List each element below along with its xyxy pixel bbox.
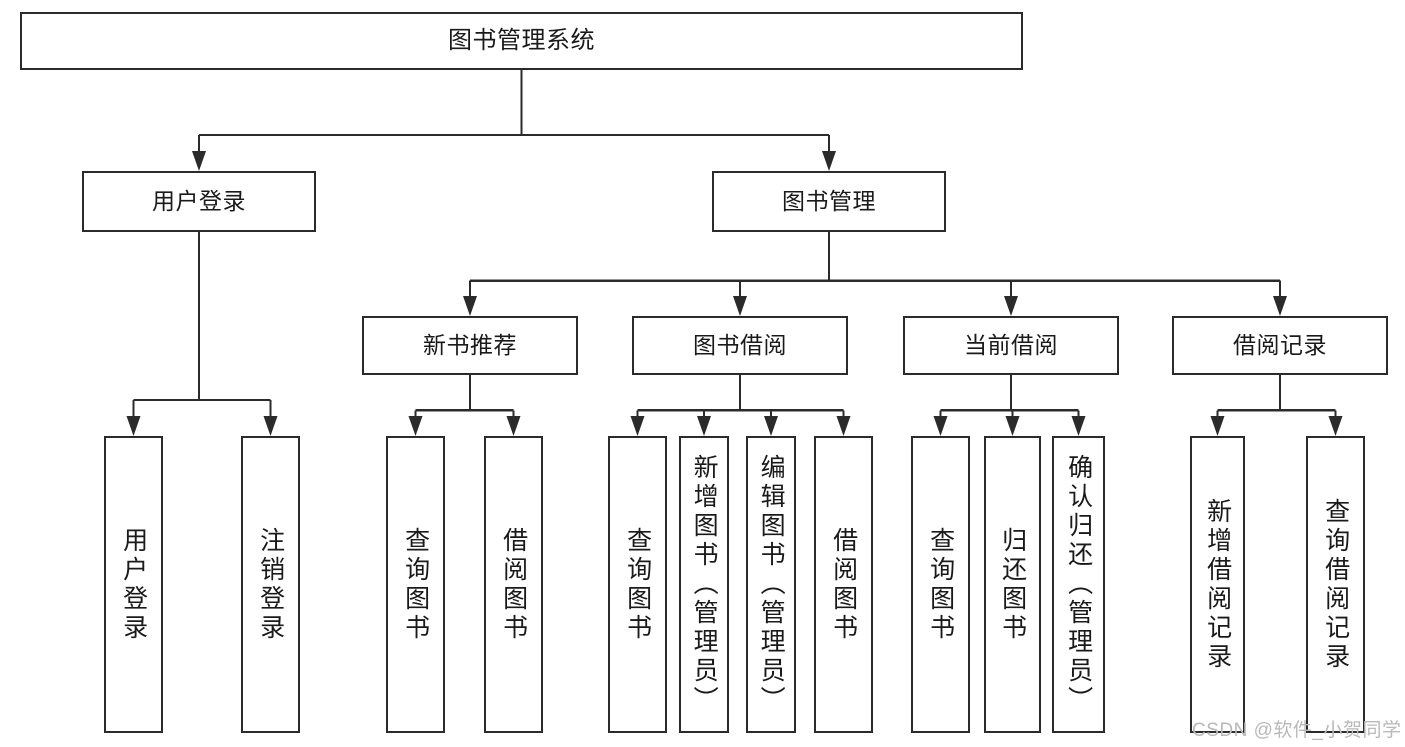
node-leaf-edit-book[interactable]: 编辑图书（管理员） bbox=[746, 436, 796, 733]
node-book-manage[interactable]: 图书管理 bbox=[712, 171, 946, 232]
node-leaf-add-book-label: 新增图书（管理员） bbox=[690, 454, 719, 715]
node-leaf-confirm-return-label: 确认归还（管理员） bbox=[1064, 454, 1093, 715]
node-user-login-label: 用户登录 bbox=[152, 187, 246, 214]
node-leaf-logout-label: 注销登录 bbox=[256, 526, 285, 643]
node-book-borrow-label: 图书借阅 bbox=[693, 331, 787, 358]
node-leaf-query-book-1[interactable]: 查询图书 bbox=[386, 436, 445, 733]
node-book-borrow[interactable]: 图书借阅 bbox=[632, 316, 848, 375]
node-leaf-borrow-book-2[interactable]: 借阅图书 bbox=[814, 436, 873, 733]
node-leaf-edit-book-label: 编辑图书（管理员） bbox=[757, 454, 786, 715]
node-leaf-borrow-book-1[interactable]: 借阅图书 bbox=[484, 436, 543, 733]
node-leaf-user-login[interactable]: 用户登录 bbox=[104, 436, 163, 733]
watermark-label: CSDN @软件_小贺同学 bbox=[1192, 720, 1402, 741]
node-leaf-logout[interactable]: 注销登录 bbox=[241, 436, 300, 733]
node-borrow-record[interactable]: 借阅记录 bbox=[1172, 316, 1388, 375]
node-root-label: 图书管理系统 bbox=[448, 26, 595, 54]
node-leaf-query-book-3[interactable]: 查询图书 bbox=[911, 436, 970, 733]
node-current-borrow[interactable]: 当前借阅 bbox=[903, 316, 1119, 375]
node-leaf-return-book[interactable]: 归还图书 bbox=[984, 436, 1041, 733]
node-leaf-user-login-label: 用户登录 bbox=[119, 526, 148, 643]
node-leaf-add-book[interactable]: 新增图书（管理员） bbox=[679, 436, 729, 733]
node-leaf-query-record-label: 查询借阅记录 bbox=[1321, 497, 1350, 672]
node-borrow-record-label: 借阅记录 bbox=[1233, 331, 1327, 358]
node-leaf-return-book-label: 归还图书 bbox=[998, 526, 1027, 643]
node-leaf-query-book-2-label: 查询图书 bbox=[623, 526, 652, 643]
node-current-borrow-label: 当前借阅 bbox=[964, 331, 1058, 358]
node-leaf-borrow-book-2-label: 借阅图书 bbox=[829, 526, 858, 643]
node-leaf-query-book-1-label: 查询图书 bbox=[401, 526, 430, 643]
node-leaf-query-record[interactable]: 查询借阅记录 bbox=[1306, 436, 1365, 733]
node-leaf-query-book-2[interactable]: 查询图书 bbox=[608, 436, 667, 733]
node-leaf-add-record[interactable]: 新增借阅记录 bbox=[1190, 436, 1245, 733]
node-book-manage-label: 图书管理 bbox=[782, 187, 876, 214]
node-new-book-rec-label: 新书推荐 bbox=[423, 331, 517, 358]
node-new-book-rec[interactable]: 新书推荐 bbox=[362, 316, 578, 375]
node-root[interactable]: 图书管理系统 bbox=[20, 12, 1023, 70]
node-leaf-borrow-book-1-label: 借阅图书 bbox=[499, 526, 528, 643]
node-user-login[interactable]: 用户登录 bbox=[82, 171, 316, 232]
node-leaf-confirm-return[interactable]: 确认归还（管理员） bbox=[1052, 436, 1105, 733]
node-leaf-query-book-3-label: 查询图书 bbox=[926, 526, 955, 643]
node-leaf-add-record-label: 新增借阅记录 bbox=[1203, 497, 1232, 672]
